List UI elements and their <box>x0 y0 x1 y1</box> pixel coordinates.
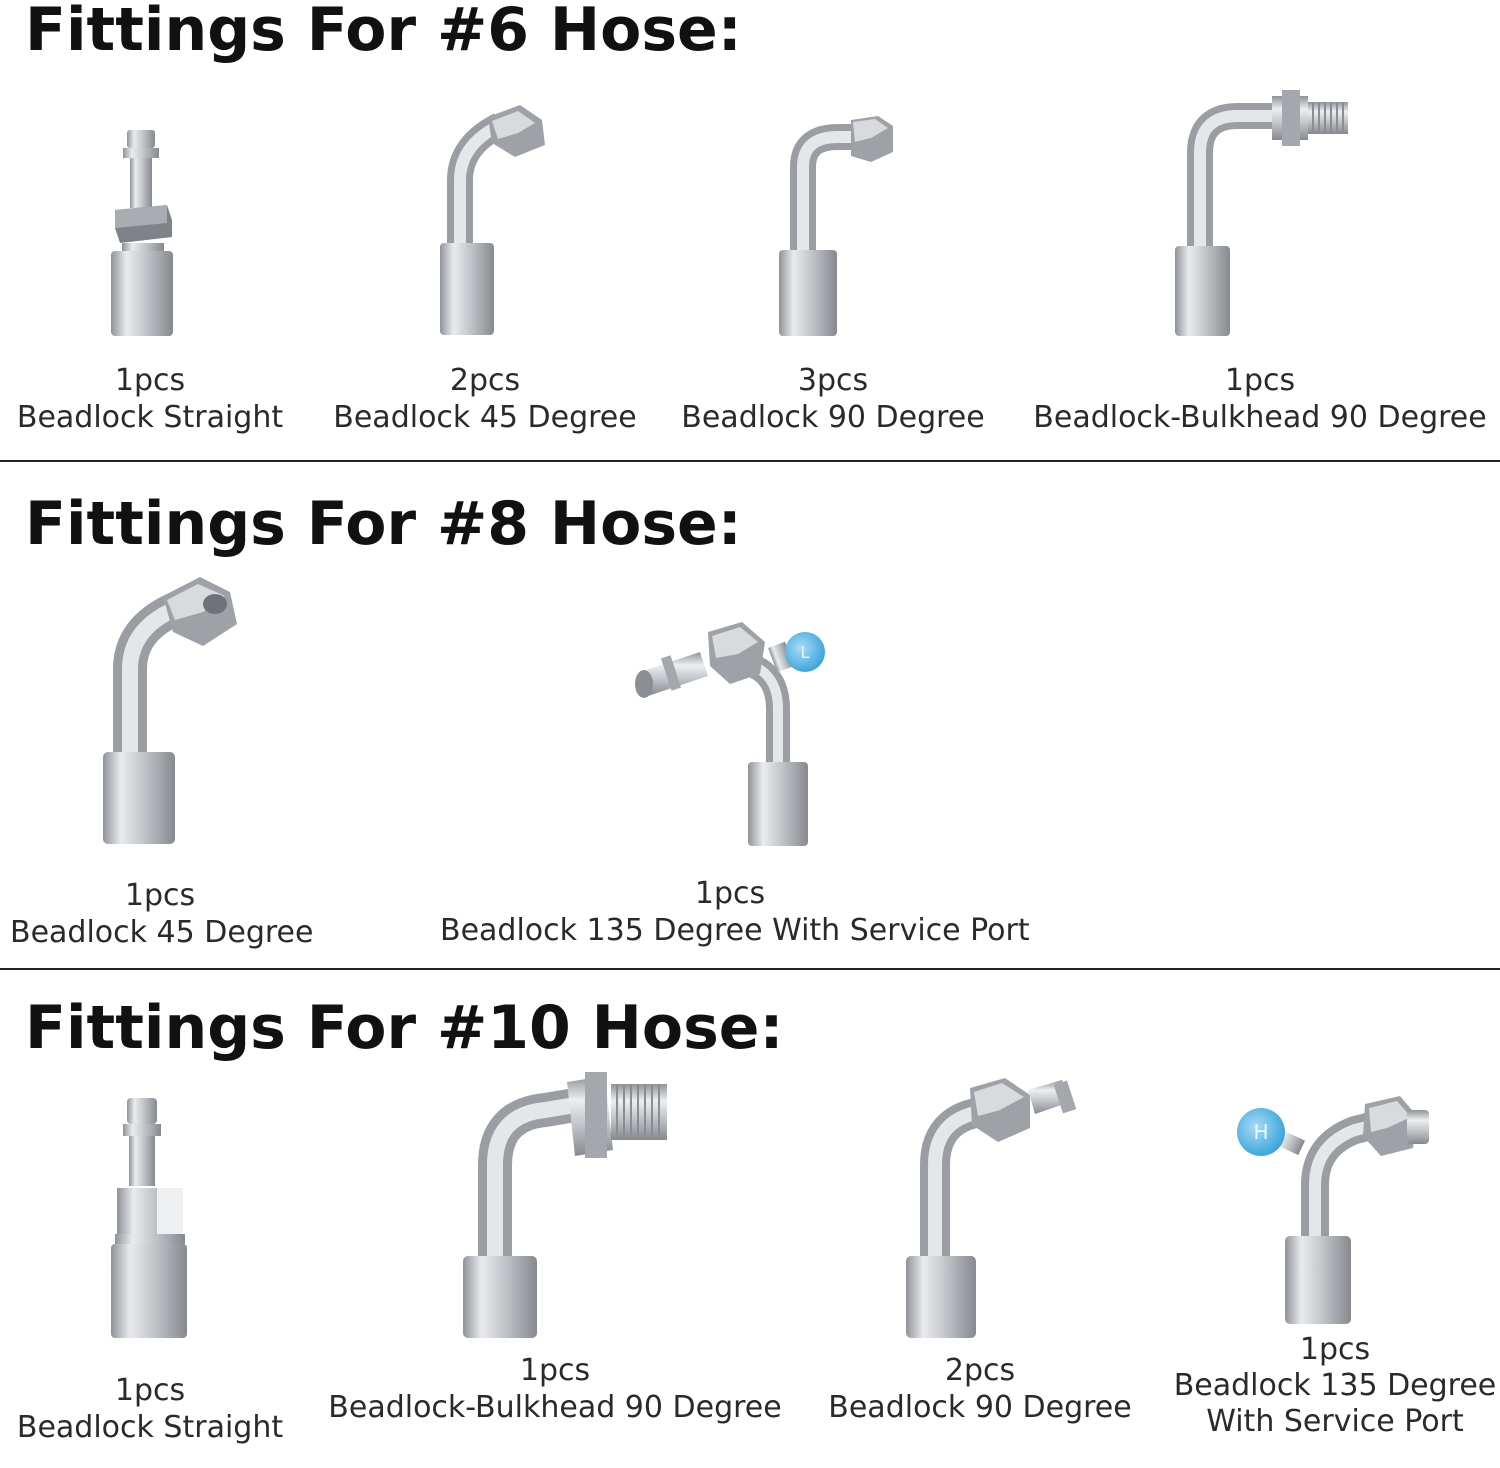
quantity-label: 1pcs <box>694 876 766 911</box>
cap-letter-high: H <box>1253 1120 1268 1144</box>
fitting-name: Beadlock-Bulkhead 90 Degree <box>328 1390 782 1425</box>
135-degree-service-port-fitting-icon: H <box>1237 1096 1429 1324</box>
fitting-item: 1pcs Beadlock Straight <box>15 125 285 436</box>
quantity-label: 1pcs <box>114 363 186 398</box>
fitting-name-line2: With Service Port <box>1206 1404 1464 1439</box>
quantity-label: 1pcs <box>1224 363 1296 398</box>
fitting-name: Beadlock 135 Degree <box>1173 1368 1497 1403</box>
cap-letter-low: L <box>801 643 810 662</box>
quantity-label: 1pcs <box>519 1353 591 1388</box>
fitting-item: 2pcs Beadlock 45 Degree <box>330 105 640 436</box>
fitting-name: Beadlock 45 Degree <box>10 915 314 950</box>
90-degree-fitting-icon <box>906 1078 1077 1338</box>
fitting-item: L 1pcs Beadlock 135 Degree With Service … <box>440 614 1030 949</box>
section-heading: Fittings For #8 Hose: <box>25 489 742 559</box>
bulkhead-90-fitting-icon <box>1175 90 1348 336</box>
fitting-name: Beadlock-Bulkhead 90 Degree <box>1033 400 1487 435</box>
section-divider <box>0 968 1500 970</box>
bulkhead-90-fitting-icon <box>463 1072 667 1338</box>
quantity-label: 1pcs <box>1299 1332 1371 1367</box>
fitting-name: Beadlock Straight <box>16 1410 284 1445</box>
fitting-name: Beadlock 90 Degree <box>828 1390 1132 1425</box>
fitting-item: 3pcs Beadlock 90 Degree <box>678 112 988 436</box>
fitting-item: H 1pcs Beadlock 135 Degree With Service … <box>1170 1090 1500 1440</box>
straight-fitting-icon <box>111 130 173 336</box>
section-divider <box>0 460 1500 462</box>
90-degree-fitting-icon <box>779 116 893 336</box>
fitting-item: 1pcs Beadlock Straight <box>15 1094 285 1446</box>
section-6-hose: Fittings For #6 Hose: 1pcs Beadlock Stra… <box>0 0 1500 462</box>
quantity-label: 1pcs <box>114 1373 186 1408</box>
fitting-name: Beadlock 45 Degree <box>333 400 637 435</box>
fitting-item: 1pcs Beadlock 45 Degree <box>10 574 314 951</box>
fitting-name: Beadlock 135 Degree With Service Port <box>440 913 1030 948</box>
section-heading: Fittings For #6 Hose: <box>25 0 742 65</box>
135-degree-service-port-fitting-icon: L <box>635 622 825 846</box>
45-degree-fitting-icon <box>440 105 545 335</box>
fitting-item: 2pcs Beadlock 90 Degree <box>825 1070 1135 1426</box>
quantity-label: 3pcs <box>797 363 869 398</box>
section-8-hose: Fittings For #8 Hose: 1pcs Beadlock 45 D… <box>0 462 1500 970</box>
quantity-label: 2pcs <box>944 1353 1016 1388</box>
quantity-label: 2pcs <box>449 363 521 398</box>
45-degree-fitting-icon <box>103 577 237 844</box>
straight-fitting-icon <box>111 1098 187 1338</box>
fitting-item: 1pcs Beadlock-Bulkhead 90 Degree <box>325 1070 785 1426</box>
fitting-name: Beadlock Straight <box>16 400 284 435</box>
quantity-label: 1pcs <box>124 878 196 913</box>
section-10-hose: Fittings For #10 Hose: 1pcs Beadlock Str… <box>0 970 1500 1468</box>
fitting-name: Beadlock 90 Degree <box>681 400 985 435</box>
section-heading: Fittings For #10 Hose: <box>25 993 784 1063</box>
fitting-item: 1pcs Beadlock-Bulkhead 90 Degree <box>1030 88 1490 436</box>
